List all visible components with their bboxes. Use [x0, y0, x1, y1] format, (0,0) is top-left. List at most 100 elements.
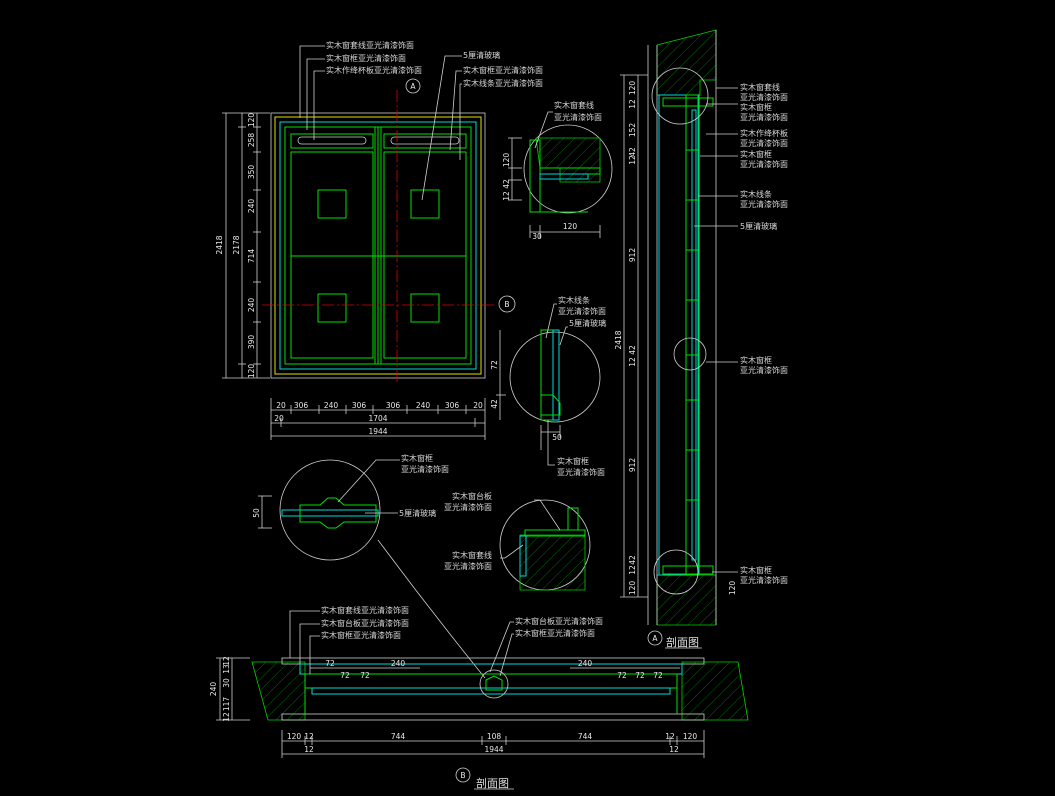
- section-b-drawing: 实木窗套线亚光清漆饰面 实木窗台板亚光清漆饰面 实木窗框亚光清漆饰面 实木窗台板…: [209, 605, 749, 790]
- dtop-dim-bottom-b: 30: [532, 232, 542, 241]
- dleft-label-1: 实木窗框: [401, 453, 433, 463]
- secb-bottom-dim-5: 12: [665, 732, 675, 741]
- elevation-marker-b: B: [504, 300, 509, 309]
- elev-hdim-5: 240: [416, 401, 431, 410]
- dmid-dim-v-1: 42: [490, 399, 499, 409]
- elev-label-right-3: 实木线条亚光清漆饰面: [463, 78, 543, 88]
- elev-hdim-7: 20: [473, 401, 483, 410]
- seca-label-1a: 实木窗框: [740, 102, 772, 112]
- seca-label-2a: 实木作绛杯板: [740, 128, 788, 138]
- detail-left-circle: 实木窗框 亚光清漆饰面 5厘清玻璃 50: [252, 453, 486, 679]
- dsill-label-bottom-1: 实木窗套线: [452, 550, 492, 560]
- dsill-label-top-1: 实木窗台板: [452, 491, 492, 501]
- elev-vdim-total: 2418: [215, 235, 224, 254]
- elev-vdim-6: 390: [247, 335, 256, 350]
- secb-vdim-4: 12: [222, 712, 231, 722]
- seca-label-6b: 亚光清漆饰面: [740, 365, 788, 375]
- secb-top-dim-r2: 72: [635, 671, 645, 680]
- seca-label-7a: 实木窗框: [740, 565, 772, 575]
- secb-title: 剖面图: [476, 776, 509, 790]
- secb-label-left-3: 实木窗框亚光清漆饰面: [321, 630, 401, 640]
- dtop-dim-2: 12: [502, 191, 511, 201]
- elev-vdim-7: 120: [247, 364, 256, 379]
- elev-hdim-6: 306: [445, 401, 460, 410]
- seca-dim-right-bottom: 120: [728, 581, 737, 596]
- secb-vdim-0: 12: [222, 656, 231, 666]
- elev-label-right-1: 5厘清玻璃: [463, 50, 500, 60]
- elev-hdim-left: 20: [274, 414, 284, 423]
- seca-vdim-0: 120: [628, 81, 637, 96]
- seca-vdim-2: 152: [628, 123, 637, 138]
- dtop-label-2: 亚光清漆饰面: [554, 112, 602, 122]
- secb-bottom-total: 1944: [484, 745, 503, 754]
- dmid-label-glass: 5厘清玻璃: [569, 318, 606, 328]
- elev-hdim-2: 240: [324, 401, 339, 410]
- secb-top-dim-l3: 240: [391, 659, 406, 668]
- elev-vdim-0: 120: [247, 113, 256, 128]
- secb-top-dim-r0: 240: [578, 659, 593, 668]
- dtop-dim-bottom-a: 120: [563, 222, 578, 231]
- seca-label-5a: 5厘清玻璃: [740, 221, 777, 231]
- secb-bottom-dim-0: 120: [287, 732, 302, 741]
- dsill-label-bottom-2: 亚光清漆饰面: [444, 561, 492, 571]
- seca-vdim-5: 912: [628, 248, 637, 263]
- seca-label-1b: 亚光清漆饰面: [740, 112, 788, 122]
- secb-bottom-end-left: 12: [304, 745, 314, 754]
- elev-label-left-2: 实木窗框亚光清漆饰面: [326, 53, 406, 63]
- secb-vdim-2: 30: [222, 678, 231, 688]
- seca-vdim-9: 42: [628, 555, 637, 565]
- secb-bottom-dim-2: 744: [391, 732, 406, 741]
- secb-label-right-2: 实木窗框亚光清漆饰面: [515, 628, 595, 638]
- section-a-drawing: 2418 120 12 152 42 12 912 42 12 912 42 1…: [614, 29, 788, 649]
- window-elevation: A B 实木窗套线亚光清漆饰面 实木窗框亚光清漆饰面 实木作绛杯板亚光清漆饰面 …: [262, 40, 543, 385]
- seca-vdim-7: 12: [628, 357, 637, 367]
- elev-hdim-inner: 1704: [368, 414, 387, 423]
- elev-vdim-2: 350: [247, 165, 256, 180]
- seca-marker: A: [652, 634, 658, 643]
- secb-bottom-end-right: 12: [669, 745, 679, 754]
- detail-top-circle: 实木窗套线 亚光清漆饰面 120 42 12 120 30: [502, 100, 613, 241]
- dtop-label-1: 实木窗套线: [554, 100, 594, 110]
- seca-label-3b: 亚光清漆饰面: [740, 159, 788, 169]
- seca-vdim-4: 12: [628, 155, 637, 165]
- elev-label-left-1: 实木窗套线亚光清漆饰面: [326, 40, 414, 50]
- seca-vdim-total: 2418: [614, 330, 623, 349]
- secb-top-dim-l2: 72: [360, 671, 370, 680]
- secb-top-dim-l0: 72: [325, 659, 335, 668]
- seca-label-7b: 亚光清漆饰面: [740, 575, 788, 585]
- dmid-label-bottom-2: 亚光清漆饰面: [557, 467, 605, 477]
- elev-vdim-1: 258: [247, 133, 256, 148]
- seca-label-4a: 实木线条: [740, 189, 772, 199]
- elev-label-right-2: 实木窗框亚光清漆饰面: [463, 65, 543, 75]
- detail-mid-circle: 实木线条 亚光清漆饰面 5厘清玻璃 72 42 50 实木窗框 亚光清漆饰面: [490, 295, 606, 477]
- dleft-label-2: 亚光清漆饰面: [401, 464, 449, 474]
- secb-vdim-1: 13: [222, 664, 231, 674]
- elev-hdim-0: 20: [276, 401, 286, 410]
- secb-top-dim-r1: 72: [617, 671, 627, 680]
- seca-label-0a: 实木窗套线: [740, 82, 780, 92]
- seca-label-0b: 亚光清漆饰面: [740, 92, 788, 102]
- dmid-dim-bottom: 50: [552, 433, 562, 442]
- seca-label-4b: 亚光清漆饰面: [740, 199, 788, 209]
- elev-label-left-3: 实木作绛杯板亚光清漆饰面: [326, 65, 422, 75]
- dmid-label-2: 亚光清漆饰面: [558, 306, 606, 316]
- secb-bottom-dim-4: 744: [578, 732, 593, 741]
- elev-vdim-sub: 2178: [232, 235, 241, 254]
- elevation-vertical-dimensions: 2418 2178 120 258 350 240 714 240 390 12…: [215, 112, 270, 379]
- dmid-dim-v-0: 72: [490, 360, 499, 370]
- seca-title: 剖面图: [666, 635, 699, 649]
- detail-sill-circle: 实木窗台板 亚光清漆饰面 实木窗套线 亚光清漆饰面: [444, 491, 591, 591]
- elev-hdim-total: 1944: [368, 427, 387, 436]
- seca-label-6a: 实木窗框: [740, 355, 772, 365]
- seca-label-2b: 亚光清漆饰面: [740, 138, 788, 148]
- elev-hdim-1: 306: [294, 401, 309, 410]
- secb-bottom-dim-6: 120: [683, 732, 698, 741]
- secb-bottom-dim-1: 12: [304, 732, 314, 741]
- seca-vdim-11: 120: [628, 581, 637, 596]
- secb-top-dim-l1: 72: [340, 671, 350, 680]
- secb-vdim-3: 117: [222, 697, 231, 712]
- dtop-dim-0: 120: [502, 153, 511, 168]
- dleft-label-glass: 5厘清玻璃: [399, 508, 436, 518]
- dmid-label-bottom-1: 实木窗框: [557, 456, 589, 466]
